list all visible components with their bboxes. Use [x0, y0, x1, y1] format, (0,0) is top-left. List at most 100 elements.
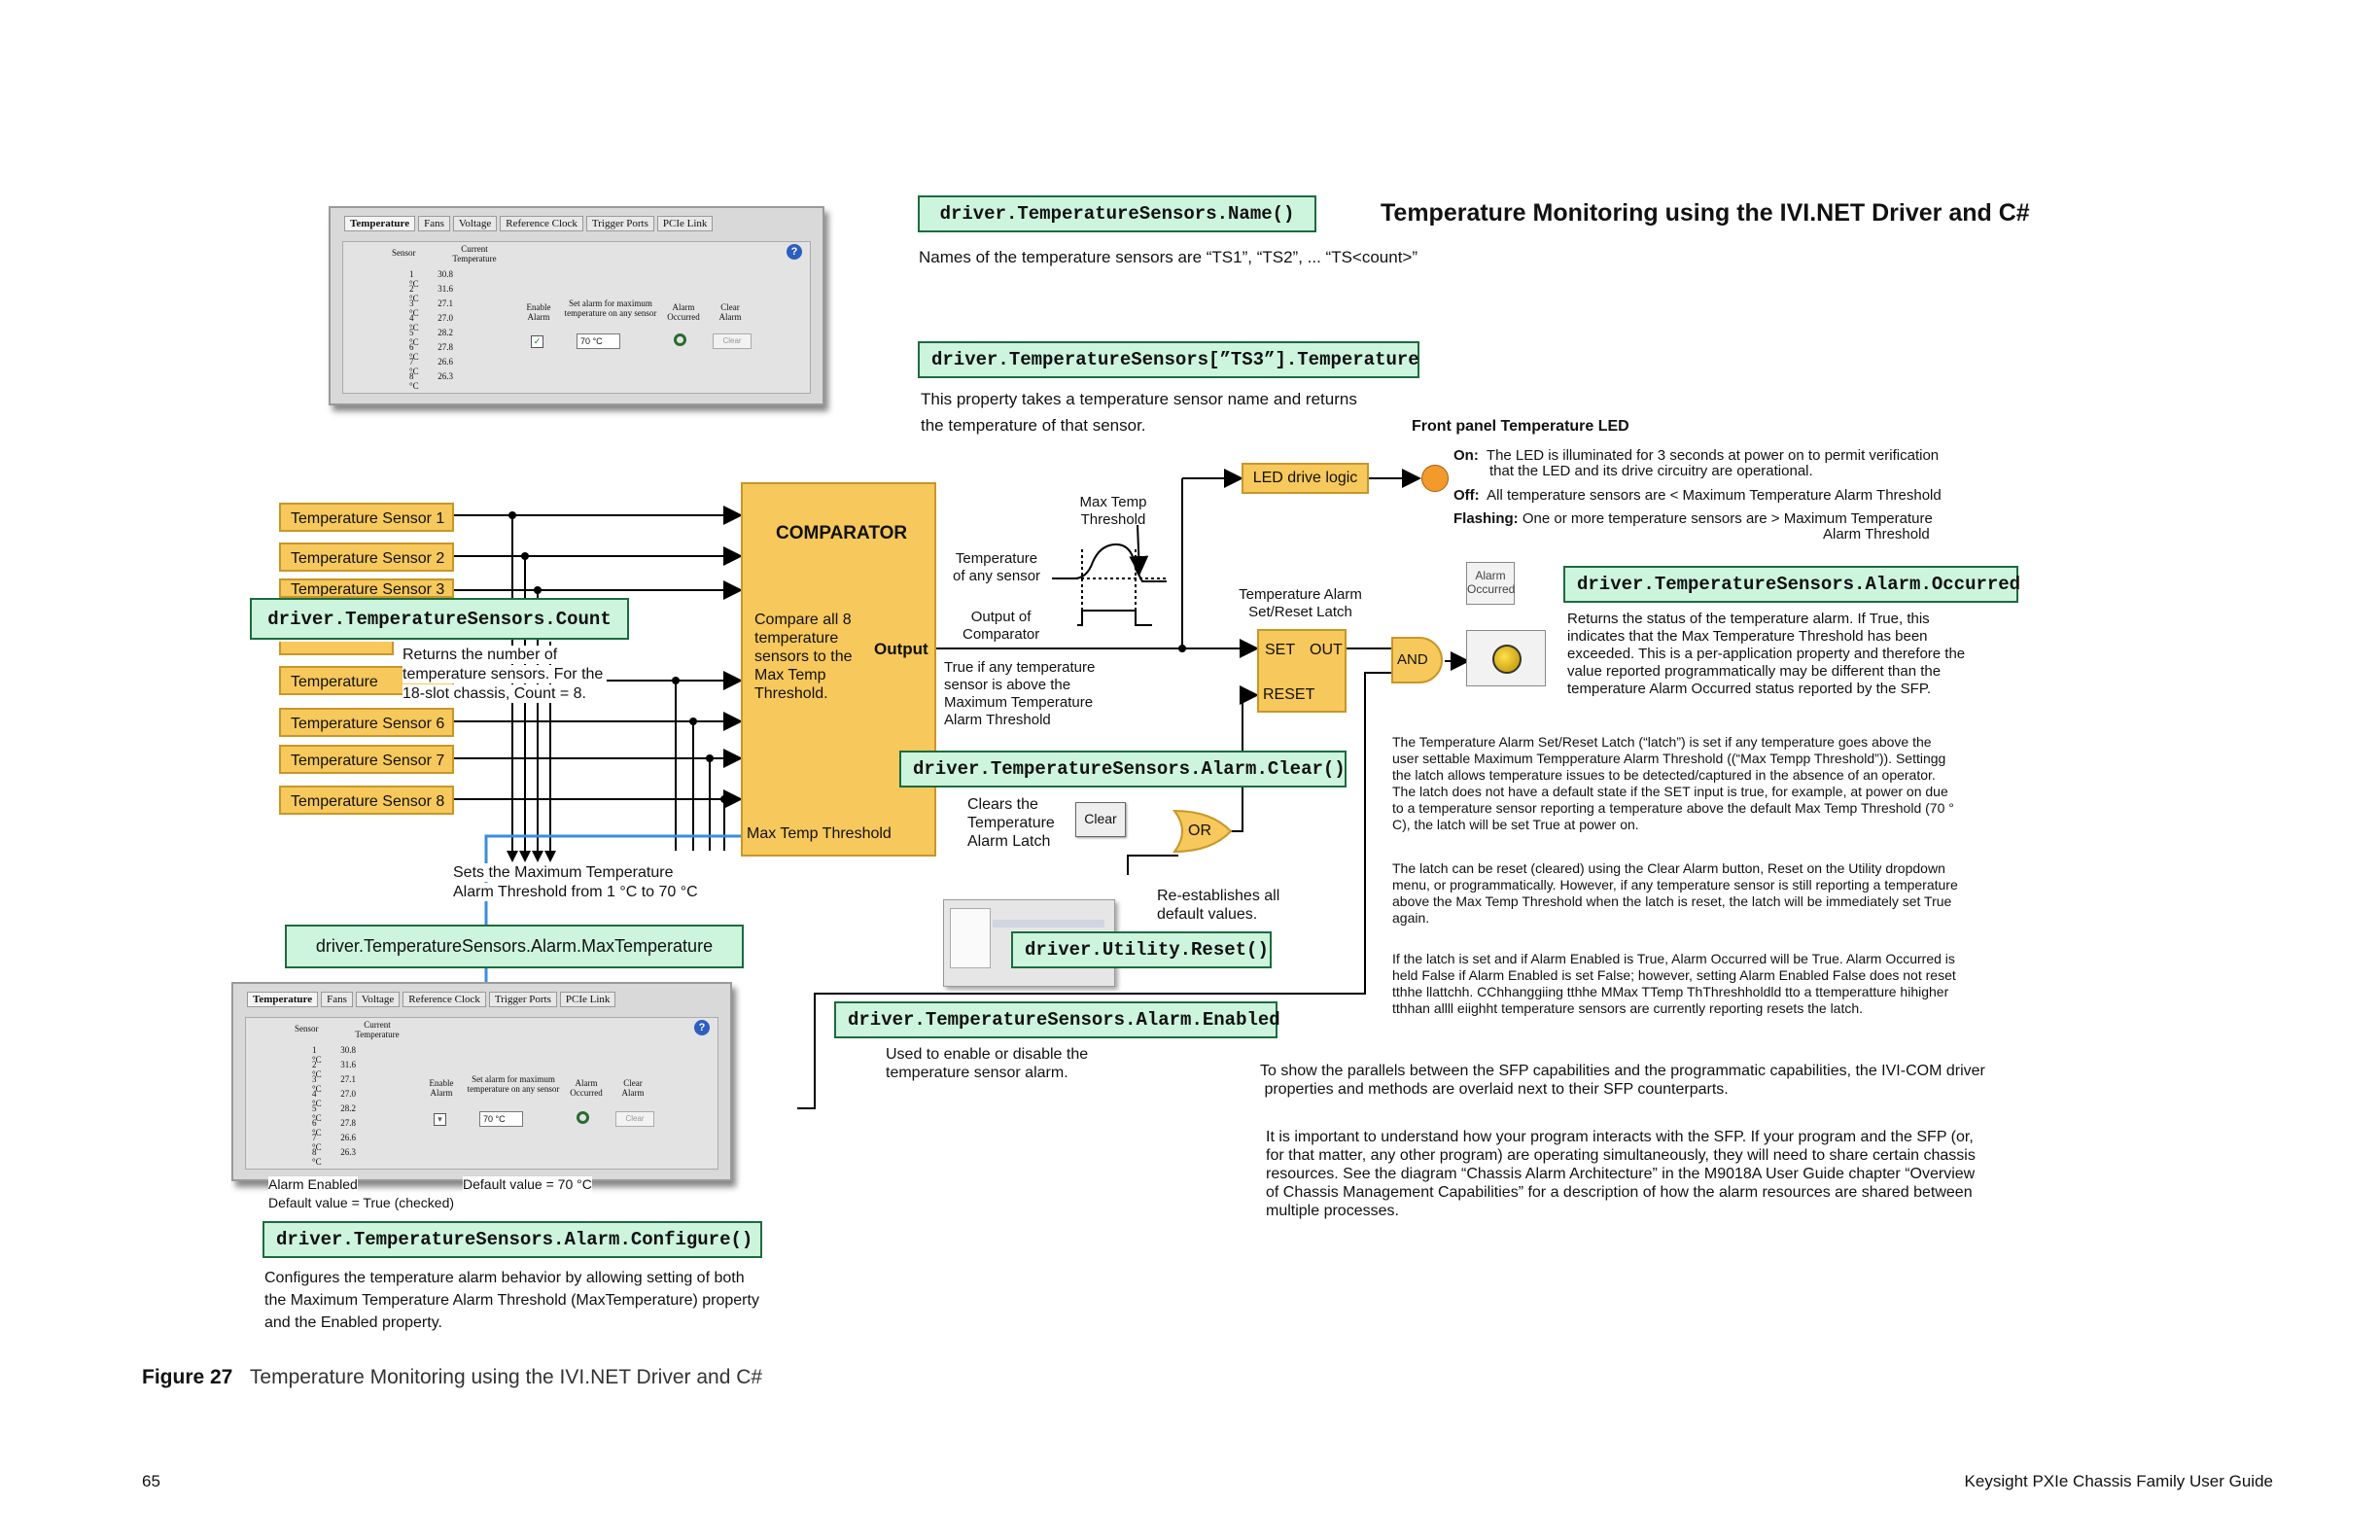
enable-alarm-checkbox[interactable]: ✓ [531, 335, 543, 348]
diagram-title: Temperature Monitoring using the IVI.NET… [1381, 199, 2030, 227]
comparator-title: COMPARATOR [776, 523, 908, 543]
code-maxtemp: driver.TemperatureSensors.Alarm.MaxTempe… [285, 925, 744, 968]
enable-alarm-checkbox[interactable]: ▾ [434, 1113, 446, 1126]
alarm-occurred-indicator [674, 333, 686, 346]
comparator-output-label: Output [874, 640, 928, 658]
table-row: 5 28.2 °C [409, 328, 453, 347]
front-panel-heading: Front panel Temperature LED [1412, 418, 1629, 435]
table-row: 8 26.3 °C [312, 1147, 356, 1167]
latch-paragraph-3: If the latch is set and if Alarm Enabled… [1392, 951, 1956, 1016]
latch-reset: RESET [1263, 686, 1315, 703]
clear-button-icon: Clear [1075, 802, 1126, 837]
tab-fans[interactable]: Fans [418, 216, 450, 231]
note-maxtemp-1: Sets the Maximum Temperature [453, 863, 674, 882]
alarm-lamp-icon [1492, 645, 1522, 674]
note-temperature-2: the temperature of that sensor. [921, 416, 1146, 435]
utility-dropdown [950, 908, 991, 968]
tab-pcie-link[interactable]: PCIe Link [656, 216, 714, 231]
front-panel-on-2: that the LED and its drive circuitry are… [1489, 463, 1813, 479]
tab-pcie-link[interactable]: PCIe Link [559, 992, 616, 1007]
latch-paragraph-1: The Temperature Alarm Set/Reset Latch (“… [1392, 734, 1954, 832]
sfp-tabs: Temperature Fans Voltage Reference Clock… [233, 984, 730, 1007]
current-temp-header: Current Temperature [355, 1020, 400, 1039]
note-maxtemp-2: Alarm Threshold from 1 °C to 70 °C [453, 883, 698, 901]
clear-alarm-header: Clear Alarm [718, 302, 742, 322]
code-enabled: driver.TemperatureSensors.Alarm.Enabled [834, 1001, 1280, 1038]
tab-voltage[interactable]: Voltage [355, 992, 401, 1007]
footer-guide: Keysight PXIe Chassis Family User Guide [1964, 1472, 2273, 1490]
code-occurred: driver.TemperatureSensors.Alarm.Occurred [1563, 566, 2020, 603]
note-name: Names of the temperature sensors are “TS… [919, 248, 1418, 266]
table-row: 4 27.0 °C [409, 313, 453, 332]
sensor-3: Temperature Sensor 3 [279, 578, 454, 598]
note-count-2: temperature sensors. For the [402, 665, 608, 683]
clear-alarm-button[interactable]: Clear [615, 1111, 654, 1127]
tab-trigger-ports[interactable]: Trigger Ports [585, 216, 654, 231]
threshold-input[interactable]: 70 °C [577, 333, 620, 349]
code-reset: driver.Utility.Reset() [1011, 931, 1272, 968]
table-row: 3 27.1 °C [409, 298, 453, 318]
sensor-header: Sensor [392, 248, 416, 258]
or-gate-label: OR [1188, 822, 1211, 839]
table-row: 7 26.6 °C [409, 357, 453, 376]
latch-paragraph-2: The latch can be reset (cleared) using t… [1392, 860, 1958, 926]
important-paragraph: It is important to understand how your p… [1266, 1129, 1976, 1219]
threshold-input[interactable]: 70 °C [479, 1111, 523, 1127]
table-row: 2 31.6 °C [409, 284, 453, 303]
table-row: 7 26.6 °C [312, 1133, 356, 1152]
sensor-header: Sensor [295, 1024, 319, 1033]
alarm-occurred-lamp-box [1466, 630, 1546, 686]
table-row: 8 26.3 °C [409, 371, 453, 391]
tab-voltage[interactable]: Voltage [452, 216, 498, 231]
tab-reference-clock[interactable]: Reference Clock [402, 992, 486, 1007]
current-temp-header: Current Temperature [452, 244, 497, 263]
note-default-70: Default value = 70 °C [463, 1176, 592, 1193]
front-panel-off: Off: All temperature sensors are < Maxim… [1453, 487, 1942, 504]
code-configure: driver.TemperatureSensors.Alarm.Configur… [262, 1221, 762, 1258]
parallel-paragraph: To show the parallels between the SFP ca… [1260, 1063, 1985, 1098]
code-temperature: driver.TemperatureSensors[”TS3”].Tempera… [918, 341, 1419, 378]
or-gate [1172, 809, 1233, 854]
tab-reference-clock[interactable]: Reference Clock [500, 216, 583, 231]
help-icon[interactable]: ? [694, 1020, 710, 1035]
tab-trigger-ports[interactable]: Trigger Ports [488, 992, 557, 1007]
tab-temperature[interactable]: Temperature [247, 992, 319, 1007]
alarm-occurred-indicator [577, 1111, 589, 1124]
clear-alarm-button[interactable]: Clear [713, 333, 752, 349]
tab-temperature[interactable]: Temperature [344, 216, 416, 231]
sfp-screenshot-bottom: Temperature Fans Voltage Reference Clock… [231, 982, 732, 1181]
utility-toolbar [993, 920, 1104, 928]
sfp-tabs: Temperature Fans Voltage Reference Clock… [331, 208, 822, 231]
enable-alarm-header: Enable Alarm [526, 302, 551, 322]
table-row: 4 27.0 °C [312, 1089, 356, 1108]
table-row: 5 28.2 °C [312, 1103, 356, 1123]
led-icon [1421, 465, 1449, 492]
occurred-desc: Returns the status of the temperature al… [1567, 611, 1966, 697]
sensor-4-partial [279, 642, 394, 655]
sensor-6: Temperature Sensor 6 [279, 708, 454, 737]
tab-fans[interactable]: Fans [321, 992, 353, 1007]
table-row: 1 30.8 °C [312, 1045, 356, 1065]
and-gate [1391, 637, 1443, 683]
note-default-true: Default value = True (checked) [268, 1195, 455, 1210]
code-clear: driver.TemperatureSensors.Alarm.Clear() [899, 751, 1347, 788]
note-count-3: 18-slot chassis, Count = 8. [402, 684, 590, 703]
note-count-1: Returns the number of [402, 646, 562, 664]
help-icon[interactable]: ? [787, 244, 802, 260]
latch-out: OUT [1310, 642, 1343, 658]
table-row: 1 30.8 °C [409, 269, 453, 289]
sfp-screenshot-top: Temperature Fans Voltage Reference Clock… [329, 206, 824, 405]
front-panel-on: On: The LED is illuminated for 3 seconds… [1453, 447, 1940, 464]
note-alarm-enabled: Alarm Enabled [268, 1176, 358, 1193]
sensor-7: Temperature Sensor 7 [279, 745, 454, 774]
latch-set: SET [1265, 642, 1296, 658]
page-number: 65 [142, 1472, 160, 1490]
alarm-occurred-button: Alarm Occurred [1466, 562, 1515, 605]
